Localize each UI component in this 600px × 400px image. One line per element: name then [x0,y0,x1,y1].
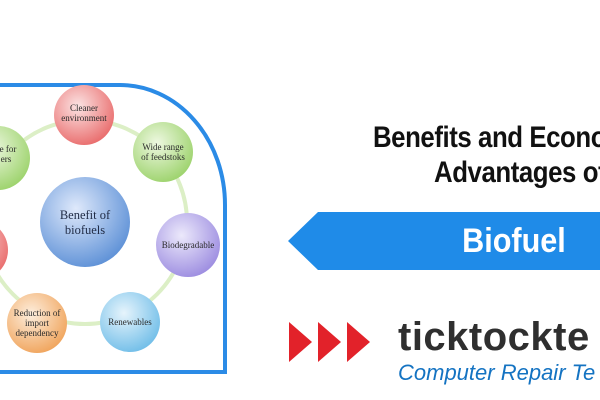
node-label: of feedstoks [141,152,185,162]
node-partial-top-left [0,126,30,190]
banner-label: Biofuel [462,222,566,260]
brand-logo-text: ticktockte [398,315,590,359]
center-bubble [40,177,130,267]
node-wide-range [133,122,193,182]
page-title-line-2: Advantages of [433,156,600,189]
node-label: Biodegradable [162,240,214,250]
node-label: e for [0,144,16,154]
node-label: Wide range [142,142,183,152]
node-label: Reduction of [14,308,61,318]
node-label: dependency [16,328,59,338]
logo-arrows-icon [289,322,370,362]
node-partial-left [0,229,8,271]
center-label-1: Benefit of [60,208,111,222]
arch-frame [0,83,227,374]
node-renewables [100,292,160,352]
node-label: Cleaner [70,103,98,113]
node-label: environment [61,113,107,123]
node-import-reduction [7,293,67,353]
node-cleaner-environment [54,85,114,145]
page-title-line-1: Benefits and Econo [372,121,600,154]
node-label: ers [1,154,12,164]
banner-arrow-shape [288,212,600,270]
brand-tagline: Computer Repair Te [398,360,596,385]
node-label: Renewables [108,317,152,327]
node-biodegradable [156,213,220,277]
node-label: import [25,318,49,328]
center-label-2: biofuels [65,223,105,237]
